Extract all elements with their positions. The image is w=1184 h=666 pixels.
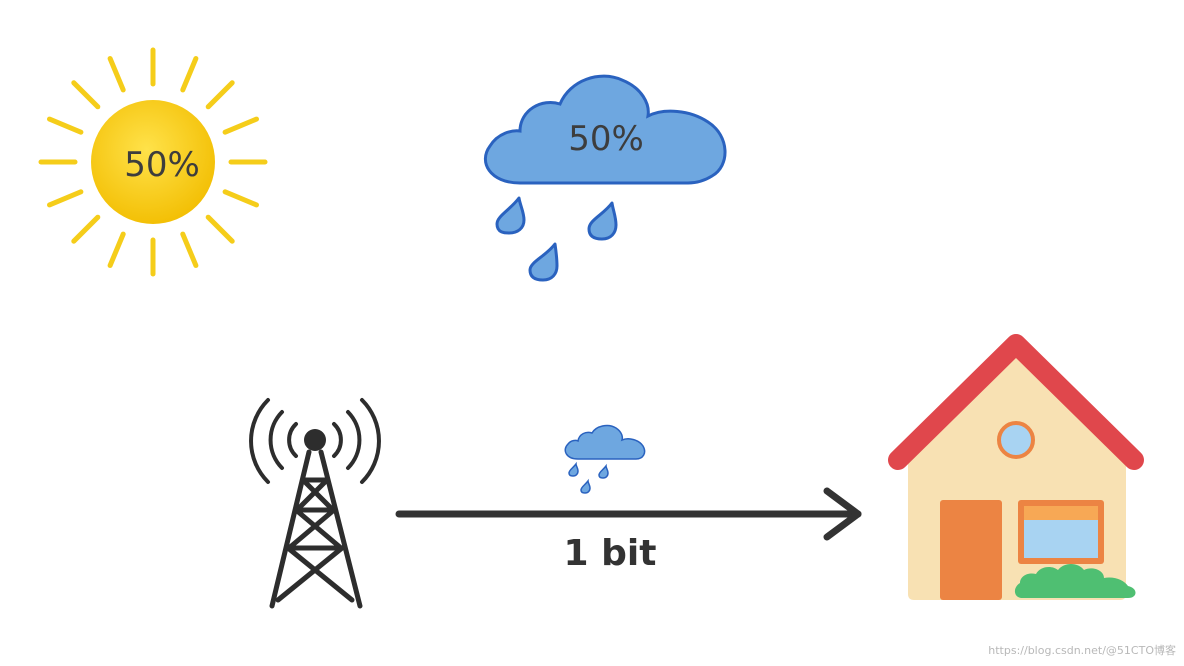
raindrop-icon bbox=[528, 242, 559, 282]
house-icon bbox=[888, 334, 1144, 600]
transmission-arrow bbox=[395, 487, 862, 541]
sun-ray bbox=[107, 231, 126, 268]
raindrop-icon bbox=[495, 196, 526, 235]
signal-waves bbox=[249, 398, 381, 484]
raindrop-icon bbox=[598, 463, 609, 479]
tower-antenna-tip bbox=[304, 429, 326, 451]
sun-ray bbox=[180, 231, 199, 268]
house-roof bbox=[888, 334, 1144, 470]
sun-ray bbox=[47, 116, 84, 135]
small-rain-cloud-icon bbox=[564, 424, 646, 494]
cloud-percentage: 50% bbox=[568, 119, 644, 159]
house-door bbox=[940, 500, 1002, 600]
sun-icon: 50% bbox=[38, 47, 268, 277]
house-round-window bbox=[997, 421, 1035, 459]
house-window bbox=[1018, 500, 1104, 564]
rain-cloud-icon: 50% bbox=[483, 74, 727, 282]
sun-ray bbox=[222, 189, 259, 208]
sun-ray bbox=[71, 80, 101, 110]
sun-ray bbox=[180, 56, 199, 93]
raindrop-icon bbox=[580, 478, 591, 494]
radio-tower-icon bbox=[249, 398, 381, 609]
transmission-label: 1 bit bbox=[564, 533, 657, 574]
house-bush bbox=[1014, 564, 1136, 598]
sun-percentage: 50% bbox=[124, 145, 200, 185]
sun-ray bbox=[47, 189, 84, 208]
raindrop-icon bbox=[568, 461, 579, 477]
sun-ray bbox=[71, 214, 101, 244]
sun-ray bbox=[222, 116, 259, 135]
sun-ray bbox=[205, 214, 235, 244]
sun-rays bbox=[38, 47, 268, 277]
watermark-text: https://blog.csdn.net/@51CTO博客 bbox=[988, 643, 1176, 657]
sun-ray bbox=[107, 56, 126, 93]
raindrops bbox=[495, 196, 618, 282]
sun-ray bbox=[205, 80, 235, 110]
tower-frame bbox=[269, 449, 363, 609]
raindrop-icon bbox=[587, 201, 618, 241]
sun-disc bbox=[91, 100, 215, 224]
cloud-shape bbox=[483, 74, 727, 185]
